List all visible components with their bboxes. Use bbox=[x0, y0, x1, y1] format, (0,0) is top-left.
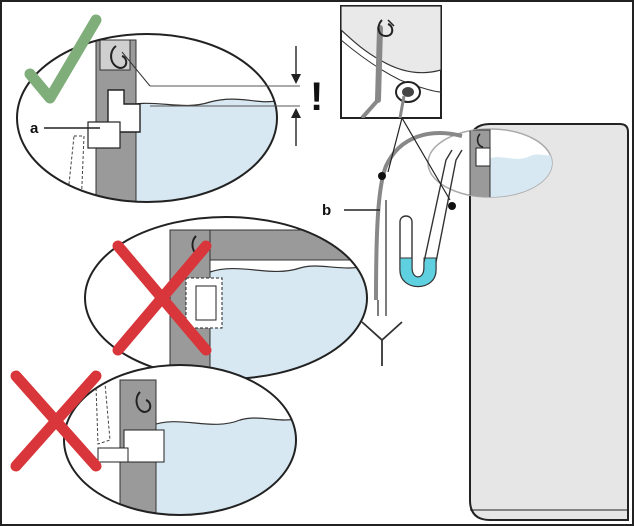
detail-correct: a ! bbox=[16, 14, 323, 203]
inset-pointer bbox=[387, 117, 403, 173]
drain-hose: b bbox=[322, 131, 463, 366]
inset-detail bbox=[340, 5, 442, 119]
appliance-body bbox=[427, 123, 629, 521]
inset-pointer bbox=[401, 117, 451, 201]
siphon-trap bbox=[399, 149, 463, 287]
trap-water bbox=[399, 257, 437, 287]
height-dimension bbox=[150, 46, 301, 146]
warning-mark: ! bbox=[310, 75, 323, 119]
detail-wrong-1 bbox=[84, 216, 368, 380]
label-a: a bbox=[30, 120, 39, 137]
checkmark-icon bbox=[24, 14, 102, 104]
hose-dashed bbox=[63, 135, 85, 202]
detail-correct-outline bbox=[16, 33, 278, 203]
label-b: b bbox=[322, 202, 331, 219]
cross-icon bbox=[10, 370, 102, 472]
cross-icon bbox=[112, 240, 212, 356]
